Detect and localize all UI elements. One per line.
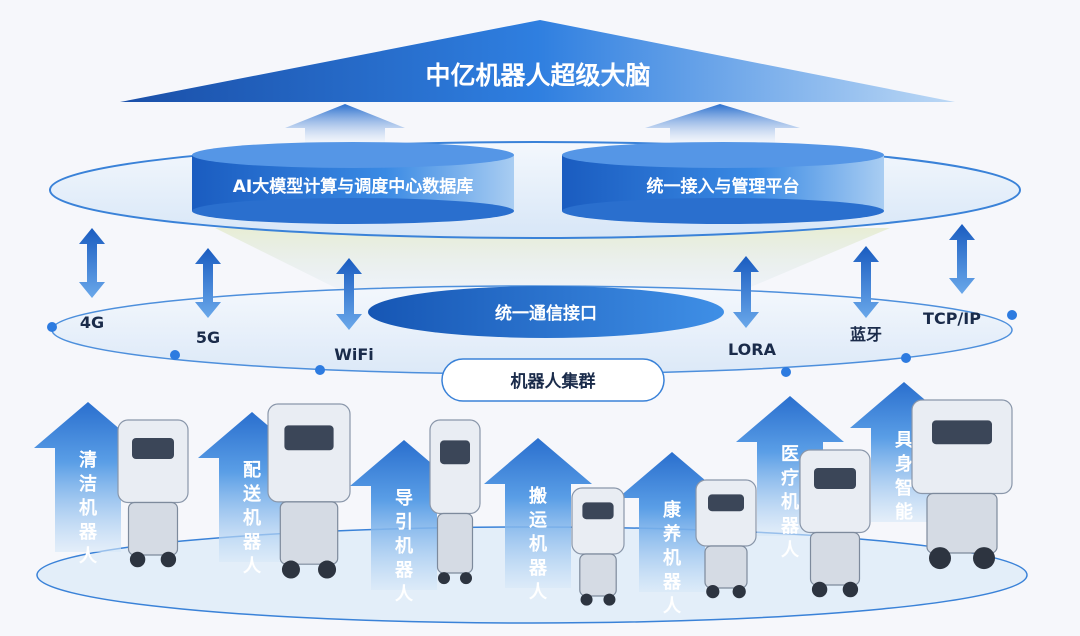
category-label-6: 医疗机器人 xyxy=(780,444,800,561)
database-drum: AI大模型计算与调度中心数据库 xyxy=(192,142,514,224)
robot-image-2 xyxy=(268,404,350,579)
interface-label: 统一通信接口 xyxy=(495,303,597,324)
category-label-5: 康养机器人 xyxy=(662,499,682,617)
robot-image-7 xyxy=(912,400,1012,569)
robot-image-4 xyxy=(572,488,624,606)
robot-image-1 xyxy=(118,420,188,567)
cluster-label: 机器人集群 xyxy=(511,371,596,392)
protocol-label-1: 4G xyxy=(80,313,104,332)
up-arrow-right xyxy=(645,104,800,146)
protocol-label-6: TCP/IP xyxy=(923,309,981,328)
category-label-1: 清洁机器人 xyxy=(78,450,98,567)
robot-image-6 xyxy=(800,450,870,597)
main-title: 中亿机器人超级大脑 xyxy=(425,61,650,90)
protocol-label-3: WiFi xyxy=(334,345,374,364)
robot-image-5 xyxy=(696,480,756,598)
platform-left-label: AI大模型计算与调度中心数据库 xyxy=(233,176,473,197)
double-arrow-6 xyxy=(949,224,975,294)
category-label-3: 导引机器人 xyxy=(394,488,414,605)
category-label-2: 配送机器人 xyxy=(242,460,262,577)
protocol-label-2: 5G xyxy=(196,328,220,347)
protocol-label-4: LORA xyxy=(728,340,777,359)
category-label-4: 搬运机器人 xyxy=(528,485,548,603)
access-platform-drum: 统一接入与管理平台 xyxy=(562,142,884,224)
double-arrow-1 xyxy=(79,228,105,298)
robot-image-3 xyxy=(430,420,480,584)
up-arrow-left xyxy=(285,104,405,146)
protocol-label-5: 蓝牙 xyxy=(850,325,882,344)
platform-right-label: 统一接入与管理平台 xyxy=(647,176,800,197)
